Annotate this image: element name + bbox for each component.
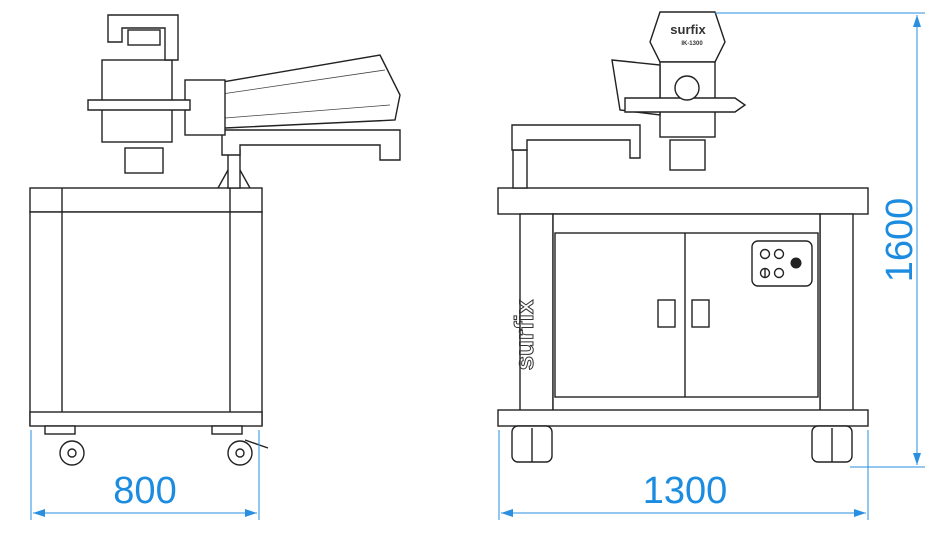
left-leg	[519, 213, 554, 425]
head-logo: surfix	[670, 22, 706, 37]
dimension-label-800: 800	[113, 470, 176, 512]
caster-left	[44, 425, 85, 466]
emergency-stop-icon	[790, 257, 802, 269]
right-leg	[819, 213, 854, 425]
top-rail	[29, 187, 263, 213]
door-handle-left	[657, 299, 676, 328]
dimension-label-1600: 1600	[879, 198, 921, 283]
dimension-1600: 1600	[715, 12, 925, 468]
button-icon	[759, 248, 771, 260]
caster-right	[211, 425, 269, 466]
dimension-1300: 1300	[498, 430, 869, 520]
model-label: IK-1300	[681, 41, 703, 47]
side-logo: surfix	[509, 299, 539, 370]
side-panel	[29, 211, 263, 426]
dimension-label-1300: 1300	[643, 470, 728, 512]
front-casters	[511, 425, 853, 463]
dimension-800: 800	[30, 430, 260, 520]
top-rail	[497, 187, 869, 215]
front-view: surfix surfix IK-1300	[497, 11, 869, 463]
selector-switch-icon	[759, 267, 771, 279]
button-icon	[773, 267, 785, 279]
button-icon	[773, 248, 785, 260]
side-view	[29, 14, 401, 466]
door-handle-right	[691, 299, 710, 328]
control-panel	[751, 240, 813, 287]
head-top	[649, 11, 726, 63]
